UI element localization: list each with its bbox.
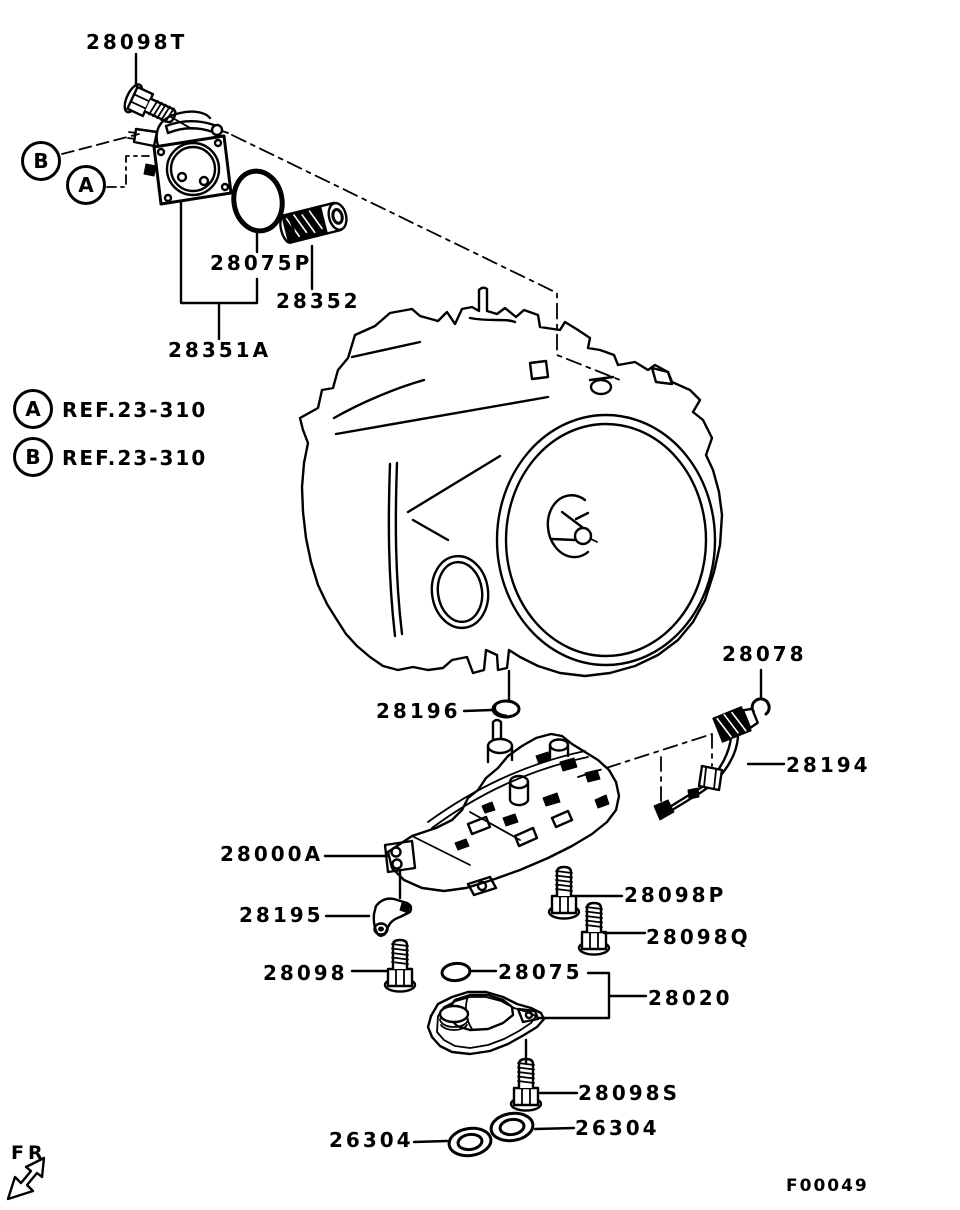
dash-dot-lines (61, 133, 713, 811)
oil-filter-28020-drawing (426, 990, 546, 1056)
part-label-26304-left: 26304 (329, 1128, 414, 1152)
transmission-case-drawing (298, 286, 724, 678)
bolt-28098q-drawing (577, 901, 611, 956)
part-label-28098t: 28098T (86, 30, 188, 54)
callout-marker-a: A (66, 165, 106, 205)
callout-marker-b: B (21, 141, 61, 181)
part-label-28000a: 28000A (220, 842, 324, 866)
part-label-28098s: 28098S (578, 1081, 680, 1105)
part-label-28098: 28098 (263, 961, 348, 985)
o-ring-28075-drawing (440, 961, 472, 983)
part-label-28078: 28078 (722, 642, 807, 666)
washer-26304-right-drawing (487, 1109, 537, 1145)
speed-sensor-28351a-drawing (127, 110, 233, 206)
sleeve-28352-drawing (279, 201, 348, 244)
part-label-28196: 28196 (376, 699, 461, 723)
washer-26304-left-drawing (445, 1124, 495, 1160)
part-label-28352: 28352 (276, 289, 361, 313)
figure-code: F00049 (786, 1176, 869, 1196)
part-label-28194: 28194 (786, 753, 871, 777)
part-label-28351a: 28351A (168, 338, 272, 362)
bracket-28195-drawing (372, 897, 413, 937)
part-label-28098p: 28098P (624, 883, 727, 907)
snap-ring-28078-drawing (750, 697, 771, 716)
oil-pipe-28194-drawing (653, 706, 759, 821)
fr-arrow-icon (6, 1156, 46, 1201)
part-label-28075: 28075 (498, 960, 583, 984)
o-ring-28075p-drawing (231, 168, 285, 234)
leader-lines (134, 52, 786, 1144)
part-label-28020: 28020 (648, 986, 733, 1010)
bolt-28098-drawing (383, 938, 417, 993)
o-ring-28196-drawing (491, 699, 521, 719)
front-direction-label: FR (11, 1142, 47, 1164)
part-label-28075p: 28075P (210, 251, 313, 275)
part-label-26304-right: 26304 (575, 1116, 660, 1140)
bolt-28098p-drawing (547, 865, 581, 920)
part-label-28195: 28195 (239, 903, 324, 927)
bolt-28098s-drawing (509, 1057, 543, 1112)
ref-note-a-text: REF.23-310 (62, 398, 208, 422)
ref-note-b-text: REF.23-310 (62, 446, 208, 470)
bolt-28098t-drawing (119, 80, 193, 133)
ref-note-b-marker: B (13, 437, 53, 477)
ref-note-a-marker: A (13, 389, 53, 429)
valve-body-28000a-drawing (383, 718, 621, 897)
part-label-28098q: 28098Q (646, 925, 751, 949)
